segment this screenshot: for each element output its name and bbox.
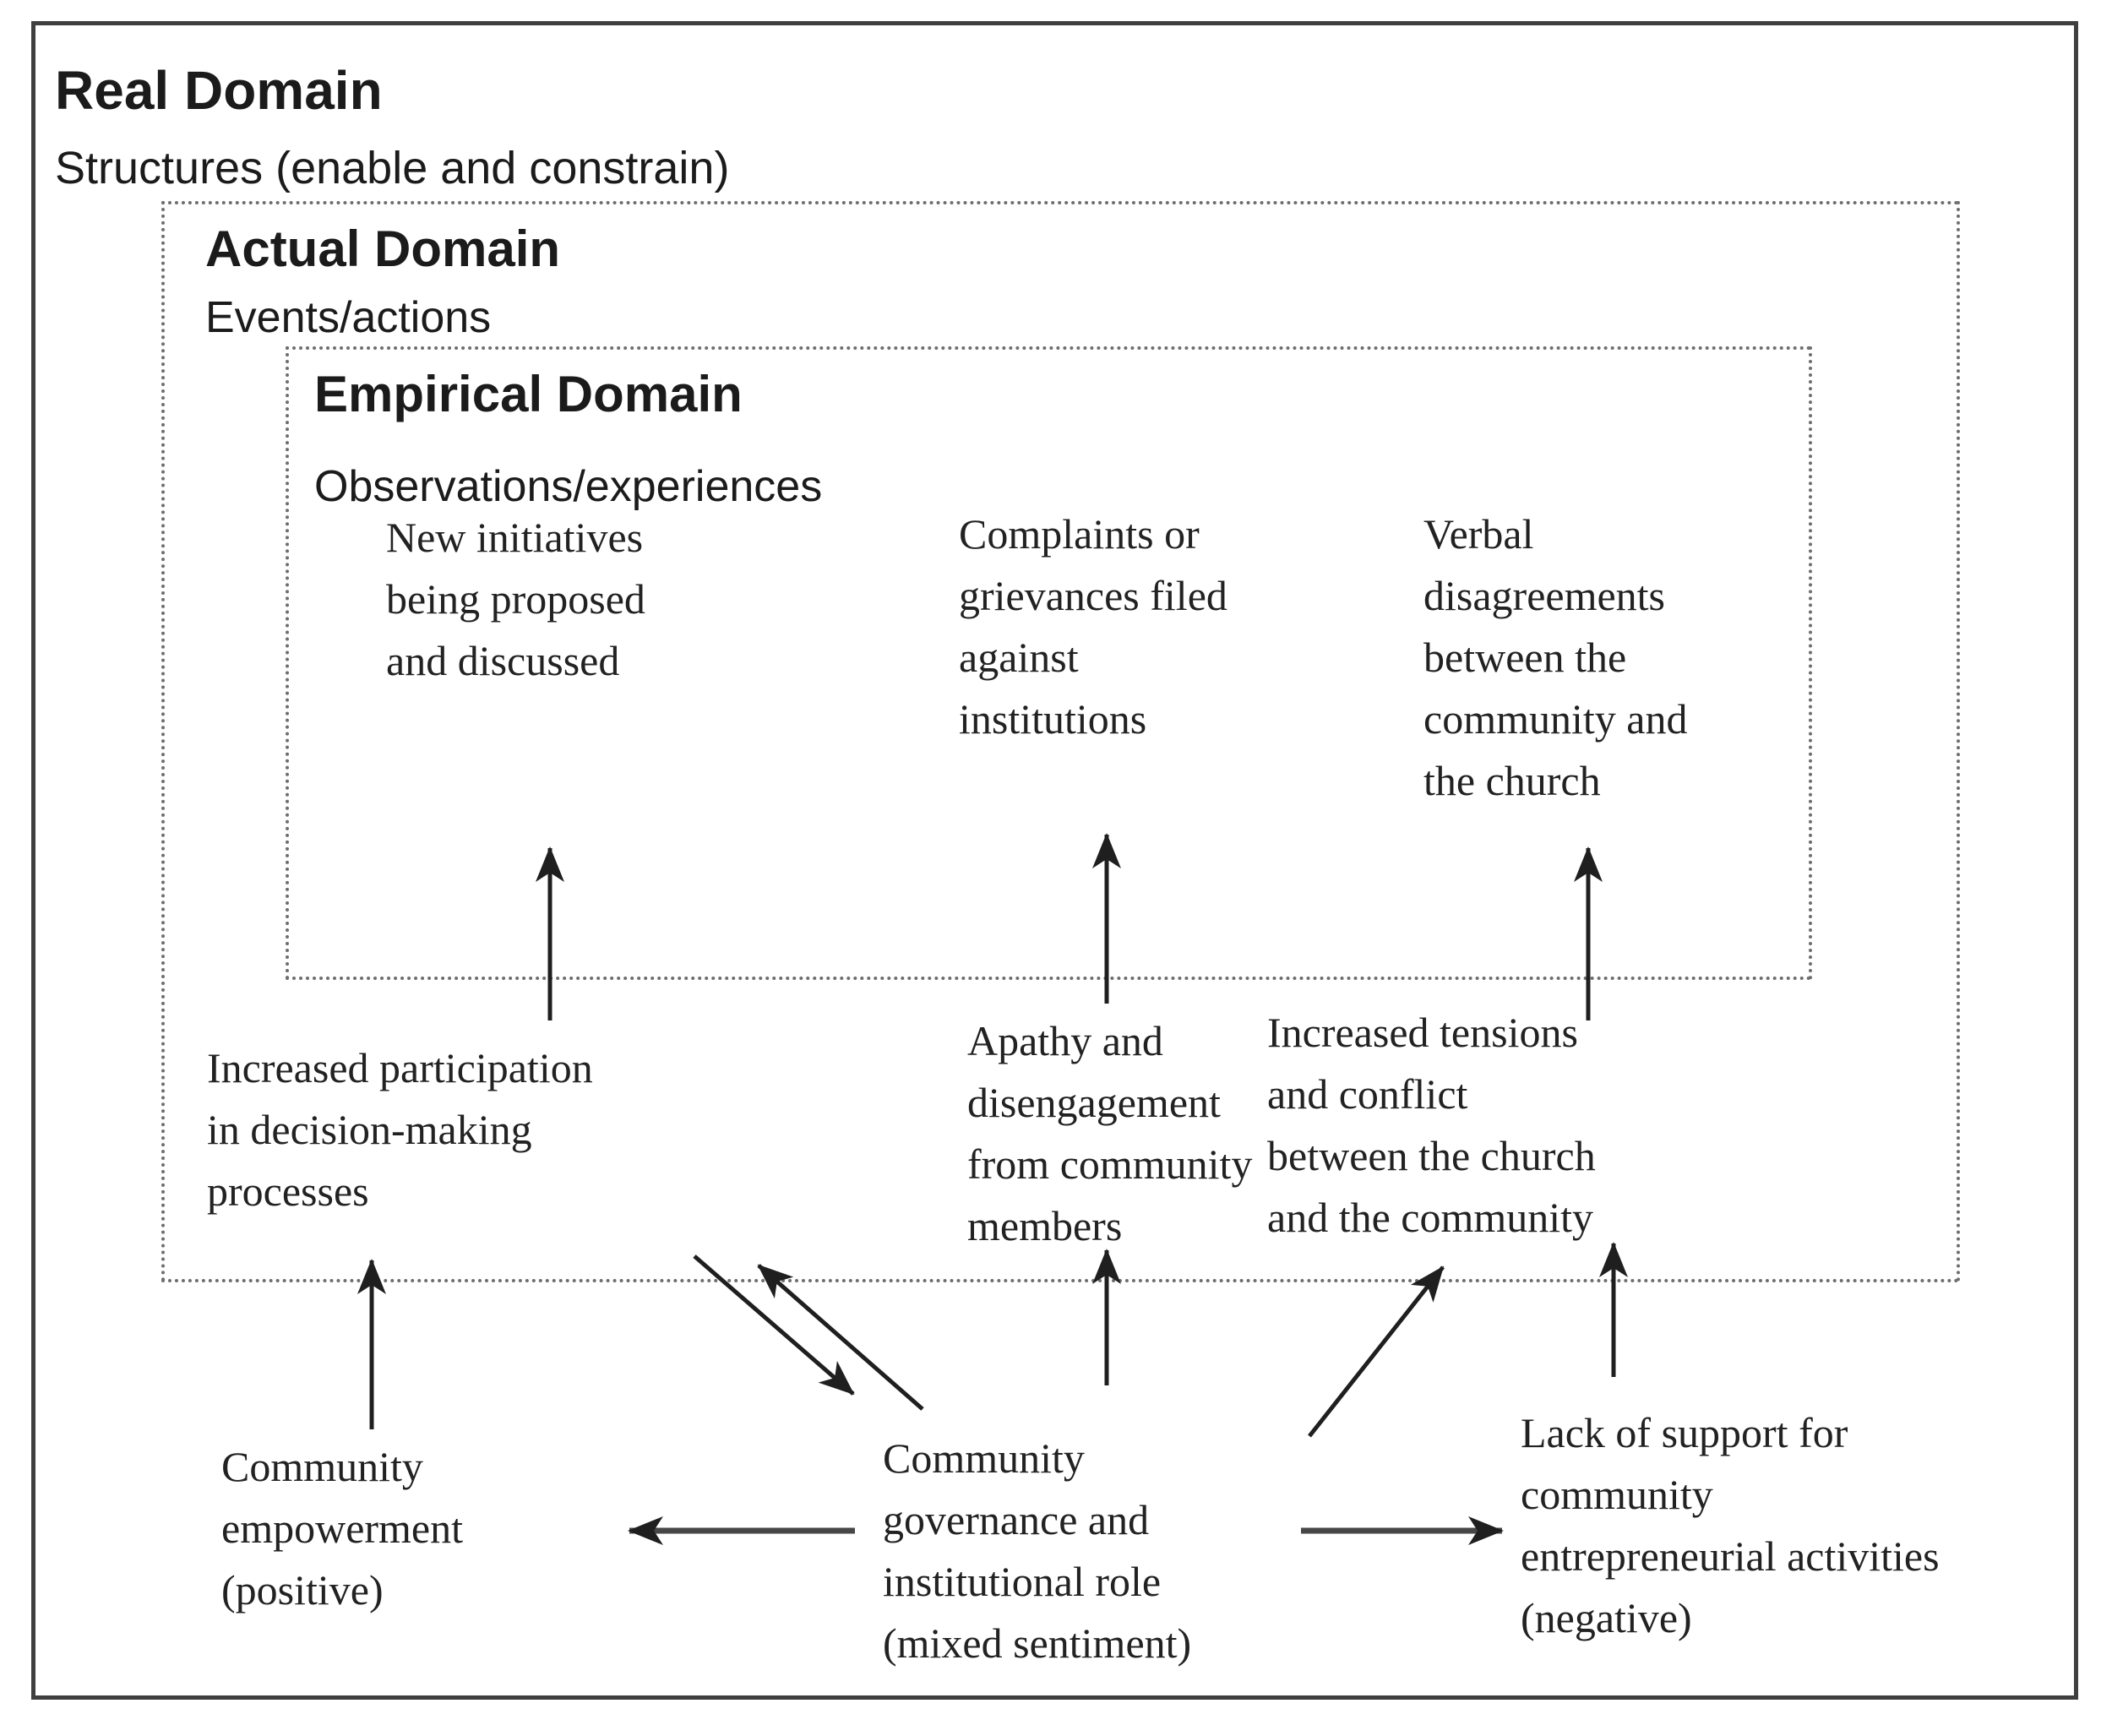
observation-complaints: Complaints or grievances filed against i… [959, 510, 1227, 743]
event-increased-tensions: Increased tensions and conflict between … [1267, 1009, 1596, 1241]
empirical-domain-box [286, 346, 1812, 980]
event-apathy: Apathy and disengagement from community … [967, 1017, 1253, 1249]
observation-new-initiatives: New initiatives being proposed and discu… [386, 514, 645, 684]
structure-community-empowerment: Community empowerment (positive) [221, 1443, 464, 1614]
actual-domain-box [161, 201, 1960, 1282]
actual-domain-subtitle: Events/actions [205, 293, 492, 342]
real-domain-box [31, 21, 2078, 1700]
observation-verbal-disagreements: Verbal disagreements between the communi… [1423, 510, 1688, 804]
structure-community-governance: Community governance and institutional r… [883, 1434, 1192, 1667]
real-domain-title: Real Domain [55, 60, 383, 121]
actual-domain-title: Actual Domain [205, 220, 561, 277]
event-increased-participation: Increased participation in decision-maki… [207, 1044, 593, 1215]
real-domain-subtitle: Structures (enable and constrain) [55, 143, 730, 193]
structure-lack-of-support: Lack of support for community entreprene… [1521, 1409, 1940, 1641]
empirical-domain-title: Empirical Domain [314, 366, 743, 422]
empirical-domain-subtitle: Observations/experiences [314, 462, 823, 511]
